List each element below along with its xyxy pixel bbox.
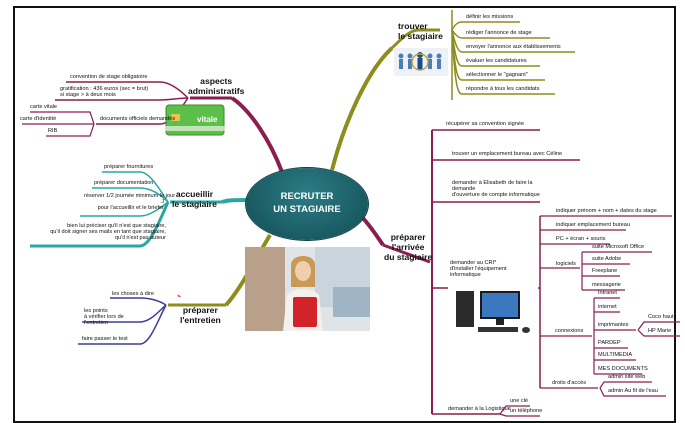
accueillir-preciser-line2: qu'il doit signer ses mails en tant que … — [50, 228, 166, 235]
branch-accueillir — [221, 198, 249, 204]
entretien-points-line2: à vérifier lors de — [84, 313, 124, 320]
arrivee-droits: droits d'accès — [552, 380, 587, 386]
branch-trouver — [330, 46, 394, 171]
logistique-telephone: un téléphone — [510, 408, 543, 414]
accueillir-title-line1: accueillir — [175, 189, 214, 199]
accueillir-reserver-line2: J — [161, 198, 164, 205]
arrivee-cri-line2: d'installer l'équipement — [450, 265, 507, 272]
arrivee-title-line2: l'arrivée — [391, 241, 425, 252]
arrivee-cri: demander au CRI* d'installer l'équipemen… — [450, 260, 507, 279]
droit-admin-au-fil: admin Au fil de l'eau — [608, 388, 658, 394]
entretien-test: faire passer le test — [82, 336, 128, 342]
trouver-item-definir: définir les missions — [466, 14, 514, 20]
central-node-line2: UN STAGIAIRE — [273, 204, 341, 215]
arrivee-title-line3: du stagiaire — [384, 251, 433, 262]
aspects-doc-carte-vitale: carte vitale — [30, 104, 58, 110]
aspects-gratification-line2: si stage > à deux mois — [60, 91, 116, 98]
arrivee-cri-line3: informatique — [450, 271, 481, 278]
accueillir-reserver: réserver 1/2 journée minimum le jour J p… — [84, 193, 176, 212]
arrivee-recuperer: récupérer sa convention signée — [446, 121, 525, 127]
connexion-imprimantes: imprimantes — [598, 322, 629, 328]
logiciel-messagerie: messagerie — [592, 282, 621, 288]
logiciel-freeplane: Freeplane — [592, 268, 618, 274]
connexion-internet: internet — [598, 304, 617, 310]
trouver-title-line1: trouver — [398, 21, 428, 31]
aspects-gratification: gratification : 436 euros (sec = brut) s… — [60, 86, 149, 99]
connexion-multimedia: MULTIMEDIA — [598, 352, 633, 358]
trouver-item-repondre: répondre à tous les candidats — [466, 86, 540, 92]
arrivee-elisabeth: demander à Elisabeth de faire la demande… — [452, 180, 540, 199]
entretien-points-line3: l'entretien — [84, 319, 109, 326]
logiciel-office: suite Microsoft Office — [592, 244, 645, 250]
entretien-title-line2: l'entretien — [180, 314, 221, 325]
arrivee-pc: PC + écran + souris — [556, 236, 606, 242]
arrivee-title: préparer l'arrivée du stagiaire — [384, 232, 433, 263]
arrivee-logiciels: logiciels — [556, 261, 576, 267]
candidates-icon — [394, 48, 448, 76]
aspects-convention: convention de stage obligatoire — [70, 74, 148, 80]
arrivee-elisabeth-line3: d'ouverture de compte informatique — [452, 191, 540, 198]
aspects-title: aspects administratifs — [188, 76, 245, 97]
aspects-doc-carte-identite: carte d'identité — [20, 116, 57, 122]
branch-arrivee — [358, 213, 385, 247]
imprimante-hp-marie: HP Marie — [648, 328, 672, 334]
central-node: RECRUTER UN STAGIAIRE — [246, 168, 368, 240]
arrivee-elisabeth-line2: demande — [452, 185, 476, 192]
pushpin-icon — [174, 289, 182, 297]
accueillir-preciser-line3: qu'il n'est pas auteur — [115, 234, 166, 241]
logistique-cle: une clé — [510, 398, 529, 404]
arrivee-cri-line1: demander au CRI* — [450, 260, 497, 266]
connexion-intranet: Intranet — [598, 290, 617, 296]
aspects-documents: documents officiels demandés — [100, 116, 176, 122]
connexion-pardep: PARDEP — [598, 340, 621, 346]
entretien-dire: les choses à dire — [112, 291, 154, 297]
accueillir-preciser: bien lui préciser qu'il n'est que stagia… — [30, 223, 166, 242]
trouver-item-evaluer: évaluer les candidatures — [466, 58, 527, 64]
computer-image — [448, 285, 538, 339]
arrivee-indiquer-nom: indiquer prénom + nom + dates du stage — [556, 208, 657, 214]
arrivee-title-line1: préparer — [390, 232, 426, 242]
arrivee-connexions: connexions — [555, 328, 584, 334]
droit-admin-site: admin site web — [608, 374, 646, 380]
trouver-item-selectionner: sélectionner le "gagnant" — [466, 72, 528, 78]
entretien-points-line1: les points — [84, 308, 108, 314]
arrivee-logistique: demander à la Logistique — [448, 406, 511, 412]
entretien-title-line1: préparer — [182, 305, 218, 315]
branch-aspects — [230, 96, 284, 173]
accueillir-fournitures: préparer fournitures — [104, 164, 154, 170]
aspects-title-line2: administratifs — [188, 85, 245, 96]
student-photo — [245, 247, 370, 331]
aspects-title-line1: aspects — [200, 76, 233, 86]
arrivee-trouver-bureau: trouver un emplacement bureau avec Célin… — [452, 151, 563, 157]
arrivee-elisabeth-line1: demander à Elisabeth de faire la — [452, 180, 533, 186]
connexion-mes-documents: MES DOCUMENTS — [598, 366, 648, 372]
central-node-line1: RECRUTER — [280, 191, 334, 203]
trouver-title: trouver le stagiaire — [398, 21, 443, 42]
arrivee-indiquer-bureau: indiquer emplacement bureau — [556, 222, 631, 228]
trouver-title-line2: le stagiaire — [398, 30, 443, 41]
vitale-card-image: vitale — [165, 104, 225, 136]
imprimante-coco-haut: Coco haut — [648, 314, 674, 320]
vitale-card-text: vitale — [197, 115, 218, 124]
accueillir-reserver-line3: pour l'accueillir et le briefer — [97, 204, 164, 211]
logiciel-adobe: suite Adobe — [592, 256, 622, 262]
aspects-doc-rib: RIB — [48, 128, 58, 134]
accueillir-title: accueillir le stagiaire — [172, 189, 217, 210]
entretien-title: préparer l'entretien — [180, 305, 221, 326]
trouver-item-rediger: rédiger l'annonce de stage — [466, 30, 532, 36]
accueillir-reserver-line1: réserver 1/2 journée minimum le jour — [84, 193, 176, 199]
trouver-item-envoyer: envoyer l'annonce aux établissements — [466, 44, 561, 50]
accueillir-preciser-line1: bien lui préciser qu'il n'est que stagia… — [67, 223, 166, 229]
accueillir-documentation: préparer documentation — [94, 180, 154, 186]
accueillir-title-line2: le stagiaire — [172, 198, 217, 209]
aspects-gratification-line1: gratification : 436 euros (sec = brut) — [60, 86, 149, 92]
entretien-points: les points à vérifier lors de l'entretie… — [84, 308, 124, 327]
